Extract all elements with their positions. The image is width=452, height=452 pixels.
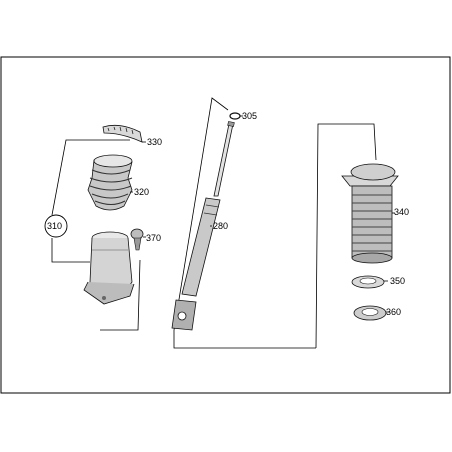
part-310-housing <box>83 231 135 305</box>
diagram-frame <box>0 56 451 394</box>
callout-320: 320 <box>134 187 149 197</box>
group-280-bracket <box>173 97 316 349</box>
part-330-clip <box>102 124 146 143</box>
part-280-shock-absorber <box>171 121 235 331</box>
part-370-screw <box>130 228 146 251</box>
part-340-sleeve <box>341 163 399 264</box>
part-350-washer <box>351 275 388 289</box>
part-320-bellows <box>87 154 133 211</box>
callout-370: 370 <box>146 233 161 243</box>
callout-280: 280 <box>213 221 228 231</box>
part-305-ring <box>229 112 243 120</box>
group-340-bracket <box>315 123 377 349</box>
group-310-bracket <box>51 139 141 331</box>
part-360-ring <box>353 305 390 321</box>
callout-350: 350 <box>390 276 405 286</box>
callout-330: 330 <box>147 137 162 147</box>
callout-310-circle <box>44 214 68 238</box>
callout-310: 310 <box>47 221 62 231</box>
callout-360: 360 <box>386 307 401 317</box>
callout-340: 340 <box>394 207 409 217</box>
callout-305: 305 <box>242 111 257 121</box>
